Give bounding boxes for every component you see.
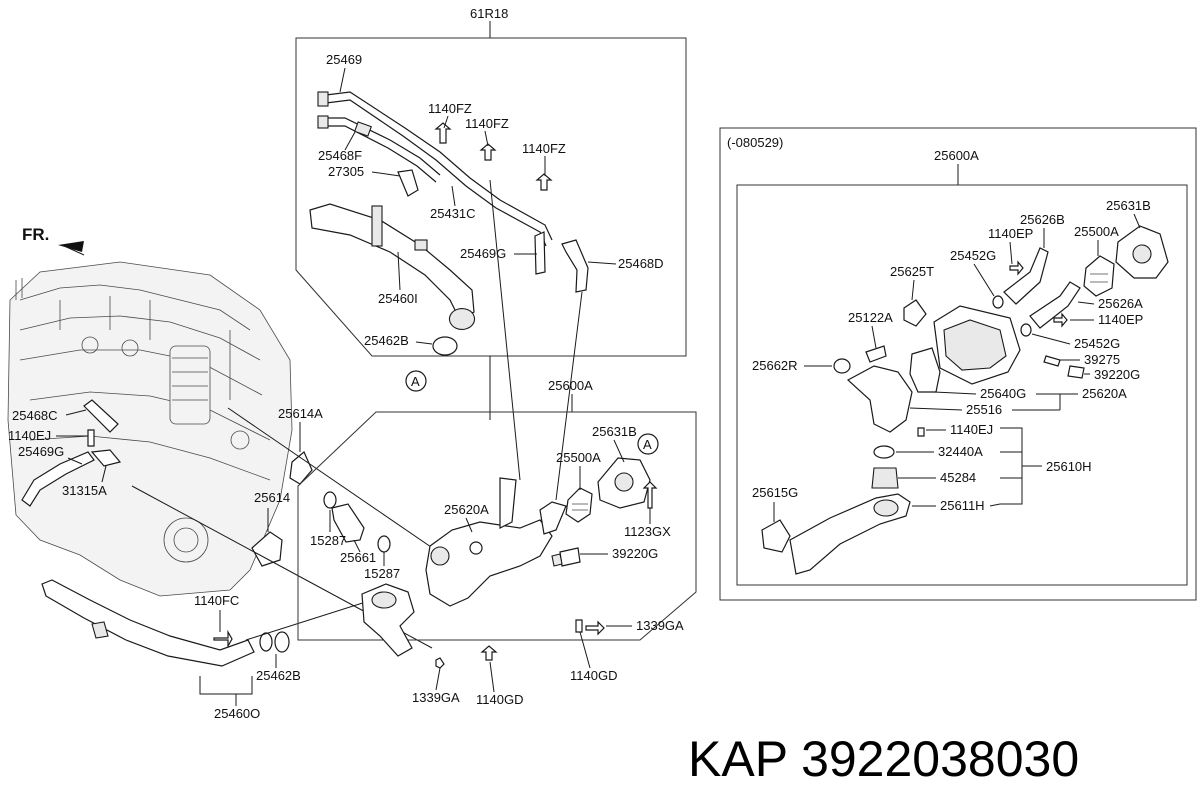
inset-label-25640g: 25640G	[980, 386, 1026, 401]
top-label-25460i: 25460I	[378, 291, 418, 306]
main-label-1140gd-right: 1140GD	[570, 668, 617, 683]
inset-label-25452g-1: 25452G	[950, 248, 996, 263]
main-label-1123gx: 1123GX	[624, 524, 671, 539]
inset-label-25615g: 25615G	[752, 485, 798, 500]
top-label-1140fz-1: 1140FZ	[428, 101, 472, 116]
top-label-25469g: 25469G	[460, 246, 506, 261]
engine-label-25468c: 25468C	[12, 408, 58, 423]
inset-label-45284: 45284	[940, 470, 976, 485]
top-label-25468f: 25468F	[318, 148, 362, 163]
top-group: 61R18 25469 1140FZ 1140FZ	[295, 6, 687, 392]
inset-label-39275: 39275	[1084, 352, 1120, 367]
engine-label-25460o: 25460O	[214, 706, 260, 721]
inset-label-25631b: 25631B	[1106, 198, 1151, 213]
main-callout-a: A	[643, 437, 652, 452]
main-label-25661: 25661	[340, 550, 376, 565]
inset-note: (-080529)	[727, 135, 783, 150]
main-label-25500a: 25500A	[556, 450, 601, 465]
main-label-15287-1: 15287	[310, 533, 346, 548]
inset-label-25626b: 25626B	[1020, 212, 1065, 227]
inset-label-25626a: 25626A	[1098, 296, 1143, 311]
inset-label-25122a: 25122A	[848, 310, 893, 325]
inset-inner-frame	[736, 184, 1188, 586]
top-label-1140fz-3: 1140FZ	[522, 141, 566, 156]
inset-label-25500a: 25500A	[1074, 224, 1119, 239]
main-label-39220g: 39220G	[612, 546, 658, 561]
engine-label-25462b: 25462B	[256, 668, 301, 683]
engine-illustration	[7, 261, 293, 597]
inset-label-25516: 25516	[966, 402, 1002, 417]
caption-part-number: 3922038030	[801, 731, 1080, 787]
inset-label-25611h: 25611H	[940, 498, 985, 513]
main-label-25631b: 25631B	[592, 424, 637, 439]
engine-label-25614a: 25614A	[278, 406, 323, 421]
main-label-1339ga-right: 1339GA	[636, 618, 684, 633]
inset-label-25625t: 25625T	[890, 264, 934, 279]
engine-label-25614: 25614	[254, 490, 290, 505]
inset-label-25662r: 25662R	[752, 358, 798, 373]
top-label-1140fz-2: 1140FZ	[465, 116, 509, 131]
engine-label-1140ej: 1140EJ	[8, 428, 51, 443]
inset-label-25452g-2: 25452G	[1074, 336, 1120, 351]
inset-label-1140ep-1: 1140EP	[988, 226, 1033, 241]
inset-title: 25600A	[934, 148, 979, 163]
inset-label-25610h: 25610H	[1046, 459, 1092, 474]
inset-label-1140ej: 1140EJ	[950, 422, 993, 437]
top-label-25469: 25469	[326, 52, 362, 67]
inset-label-1140ep-2: 1140EP	[1098, 312, 1143, 327]
engine-label-31315a: 31315A	[62, 483, 107, 498]
inset-label-25620a: 25620A	[1082, 386, 1127, 401]
main-label-1339ga-bottom: 1339GA	[412, 690, 460, 705]
main-label-1140gd-bottom: 1140GD	[476, 692, 523, 707]
caption-brand: KAP	[688, 731, 788, 787]
top-label-25468d: 25468D	[618, 256, 664, 271]
main-group-frame	[297, 411, 697, 641]
inset-label-39220g: 39220G	[1094, 367, 1140, 382]
top-group-frame	[295, 37, 687, 357]
top-callout-a: A	[411, 374, 420, 389]
front-direction-arrow	[58, 241, 84, 252]
top-label-25431c: 25431C	[430, 206, 476, 221]
inset-label-32440a: 32440A	[938, 444, 983, 459]
engine-label-25469g: 25469G	[18, 444, 64, 459]
top-label-25462b: 25462B	[364, 333, 409, 348]
top-group-title: 61R18	[470, 6, 508, 21]
main-group: 25600A 25631B A 25500	[297, 378, 697, 707]
top-label-27305: 27305	[328, 164, 364, 179]
inset-outer-frame	[719, 127, 1197, 601]
part-number-caption: KAP 3922038030	[688, 724, 1188, 794]
engine-label-1140fc: 1140FC	[194, 593, 239, 608]
main-label-15287-2: 15287	[364, 566, 400, 581]
main-label-25620a: 25620A	[444, 502, 489, 517]
main-group-title: 25600A	[548, 378, 593, 393]
inset-variant: (-080529) 25600A	[719, 127, 1197, 601]
front-direction-label: FR.	[22, 225, 49, 244]
